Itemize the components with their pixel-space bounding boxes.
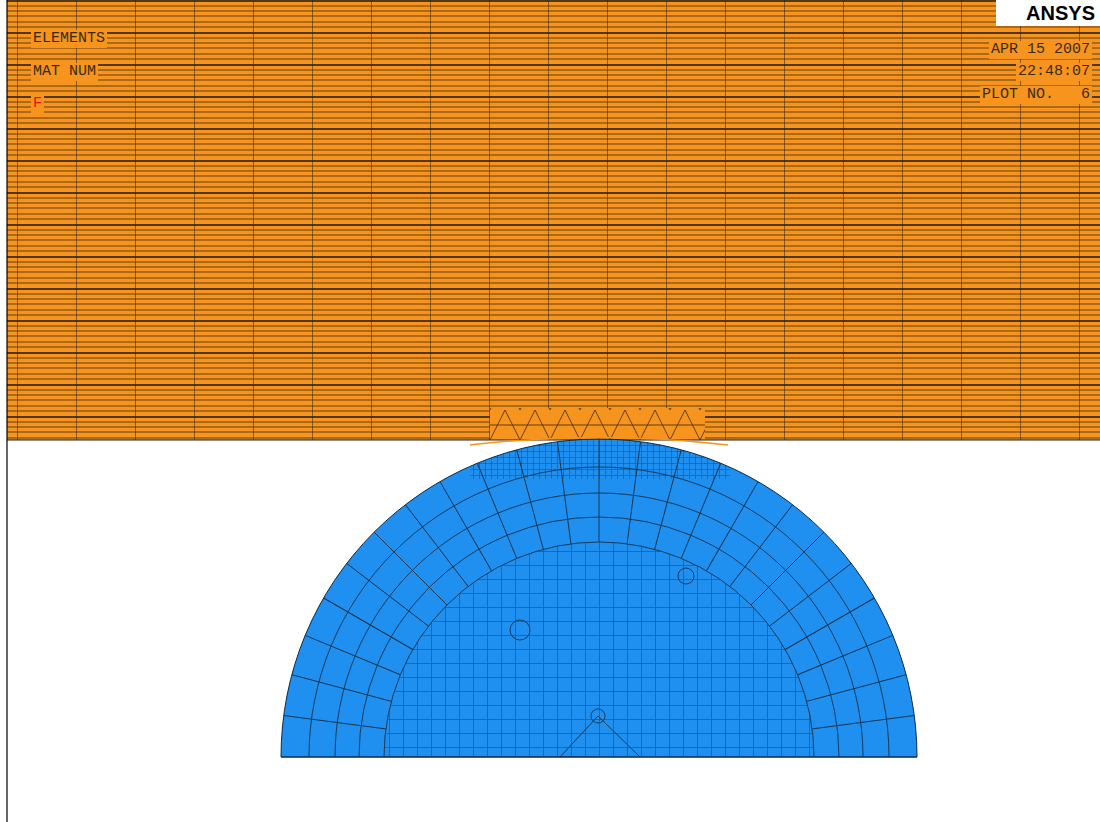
software-logo: ANSYS — [1024, 2, 1097, 24]
date-label: APR 15 2007 — [989, 41, 1092, 59]
plot-number-label: PLOT NO. 6 — [980, 86, 1092, 104]
plot-type-label: ELEMENTS — [31, 30, 107, 48]
display-mode-label: MAT NUM — [31, 63, 98, 81]
time-label: 22:48:07 — [1016, 63, 1092, 81]
force-symbol-label: F — [31, 95, 44, 113]
